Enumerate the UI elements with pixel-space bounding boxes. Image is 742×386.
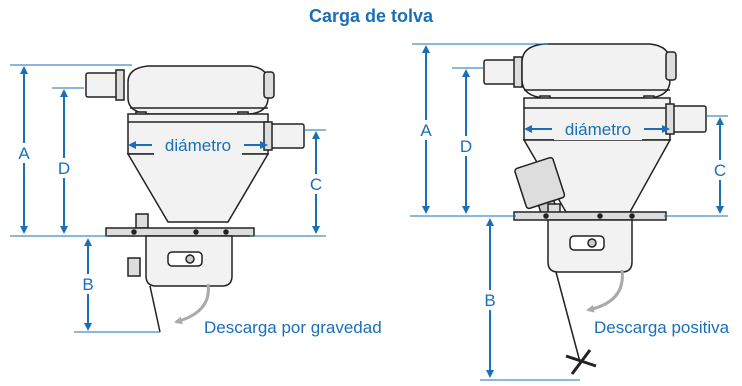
left-side-port (267, 123, 305, 149)
left-loader-unit (85, 65, 305, 333)
left-caption: Descarga por gravedad (204, 318, 382, 337)
left-dimension-lines (10, 64, 326, 333)
right-caption: Descarga positiva (594, 318, 730, 337)
right-label-a: A (420, 121, 432, 140)
left-label-c: C (310, 175, 322, 194)
right-label-d: D (460, 137, 472, 156)
right-label-diameter: diámetro (565, 120, 631, 139)
diagram-title: Carga de tolva (308, 6, 434, 26)
left-label-diameter: diámetro (165, 136, 231, 155)
right-flange (513, 211, 667, 221)
left-flange (105, 227, 255, 237)
right-label-b: B (484, 291, 495, 310)
left-cone (126, 153, 270, 223)
right-flow-arrow (586, 269, 624, 313)
right-dimension-lines (410, 43, 728, 381)
left-flow-arrow (174, 283, 210, 325)
left-top-port (85, 72, 121, 98)
right-label-c: C (714, 161, 726, 180)
left-label-d: D (58, 159, 70, 178)
left-discharge-rod (149, 285, 161, 333)
left-lid (127, 65, 269, 115)
right-side-port (669, 105, 707, 133)
right-top-port (483, 59, 519, 85)
left-label-a: A (18, 144, 30, 163)
right-agitator-blades (565, 349, 597, 375)
right-agitator-shaft (555, 271, 581, 363)
right-loader-unit (483, 43, 707, 375)
left-label-b: B (82, 275, 93, 294)
